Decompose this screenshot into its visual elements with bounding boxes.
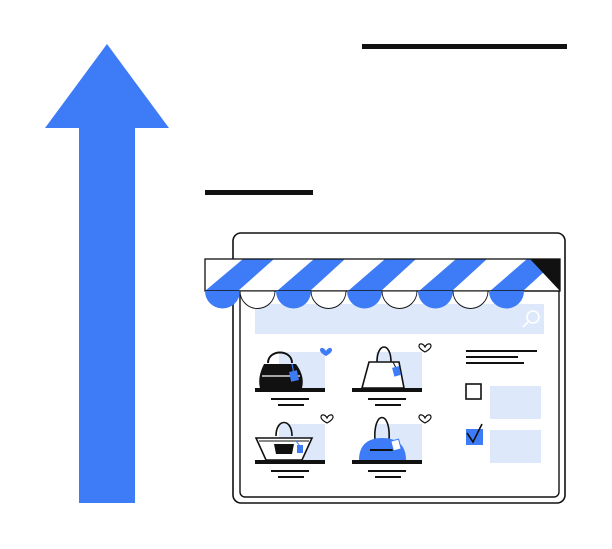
product-card[interactable] <box>254 414 334 478</box>
search-icon[interactable] <box>522 310 540 328</box>
filter-option[interactable] <box>466 423 541 463</box>
product-card[interactable] <box>352 343 432 406</box>
handbag-black-icon <box>259 351 303 388</box>
tote-bag-icon <box>360 346 405 389</box>
dome-bag-blue-icon <box>359 416 406 460</box>
heart-filled-icon[interactable] <box>320 347 332 356</box>
filter-option[interactable] <box>465 383 541 419</box>
wide-bag-icon <box>254 421 314 461</box>
product-card[interactable] <box>255 347 332 406</box>
heart-outline-icon[interactable] <box>418 414 432 424</box>
search-bar[interactable] <box>255 304 544 334</box>
checkbox-checked-icon[interactable] <box>466 423 483 445</box>
headline-line <box>362 44 567 49</box>
awning <box>204 258 561 309</box>
heart-outline-icon[interactable] <box>418 343 432 353</box>
heart-outline-icon[interactable] <box>320 414 334 424</box>
filter-panel <box>465 350 541 463</box>
product-card[interactable] <box>352 414 432 478</box>
subline <box>205 190 313 195</box>
upward-arrow-icon <box>45 44 169 503</box>
checkbox-empty-icon[interactable] <box>465 383 482 400</box>
